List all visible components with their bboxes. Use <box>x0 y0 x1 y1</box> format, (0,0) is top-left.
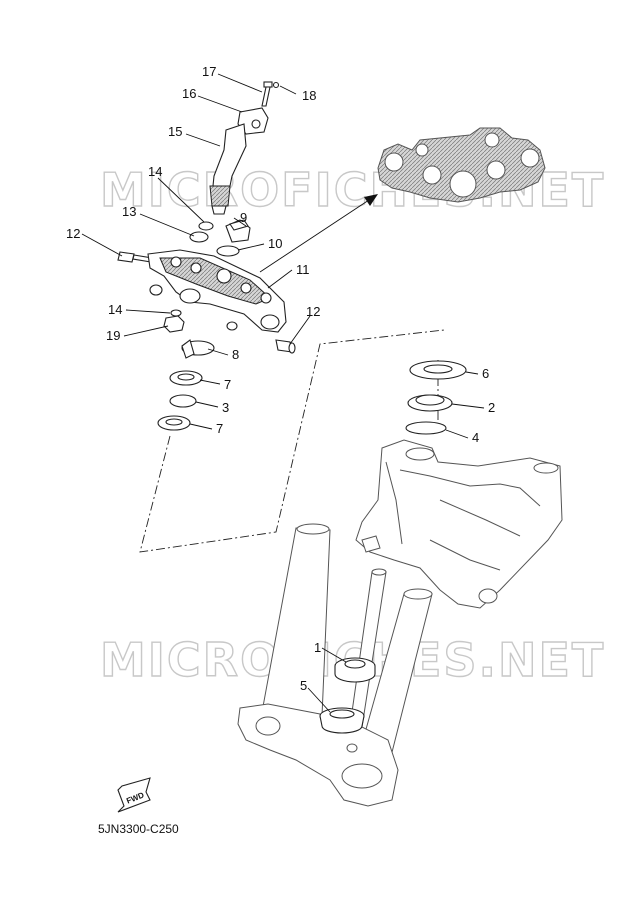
callout-10: 10 <box>268 236 282 251</box>
callout-13: 13 <box>122 204 136 219</box>
callout-8: 8 <box>232 347 239 362</box>
callout-12-left: 12 <box>66 226 80 241</box>
callout-4: 4 <box>472 430 479 445</box>
part-15-handlebar <box>209 123 247 215</box>
part-14-washer-lower <box>170 309 182 317</box>
frame <box>355 439 563 609</box>
part-7-ring-nut-upper <box>169 370 203 386</box>
part-5-seal <box>319 707 365 734</box>
assembly-line-left <box>139 329 445 553</box>
callout-19: 19 <box>106 328 120 343</box>
callout-14-upper: 14 <box>148 164 162 179</box>
callout-7-upper: 7 <box>224 377 231 392</box>
lower-bracket <box>237 523 433 807</box>
part-8-washer <box>181 339 215 359</box>
callout-9: 9 <box>240 210 247 225</box>
callout-18: 18 <box>302 88 316 103</box>
callout-6: 6 <box>482 366 489 381</box>
part-12-bolt-left <box>117 251 153 263</box>
detail-arrow-head <box>364 194 378 206</box>
part-9-cap-nut <box>225 219 251 243</box>
upper-bracket-detail <box>377 127 546 203</box>
part-4-race <box>405 421 447 435</box>
callout-3: 3 <box>222 400 229 415</box>
callout-1: 1 <box>314 640 321 655</box>
leader-lines <box>81 73 485 713</box>
callout-16: 16 <box>182 86 196 101</box>
diagram-code: 5JN3300-C250 <box>98 822 179 836</box>
callout-17: 17 <box>202 64 216 79</box>
part-12-bolt-right <box>275 339 296 354</box>
part-16-clamp <box>237 107 269 135</box>
callout-7-lower: 7 <box>216 421 223 436</box>
part-7-ring-nut-lower <box>157 415 191 431</box>
detail-arrow-line <box>259 197 373 273</box>
part-14-washer <box>198 221 214 231</box>
part-17-bolt <box>261 81 273 107</box>
callout-15: 15 <box>168 124 182 139</box>
callout-12-right: 12 <box>306 304 320 319</box>
part-11-upper-bracket <box>147 249 287 333</box>
part-19-nut <box>163 315 185 333</box>
callout-11: 11 <box>296 262 310 277</box>
part-13-ring <box>189 231 209 243</box>
callout-2: 2 <box>488 400 495 415</box>
callout-14-lower: 14 <box>108 302 122 317</box>
part-3-washer <box>169 394 197 408</box>
callout-5: 5 <box>300 678 307 693</box>
callouts: 17 18 16 15 14 13 9 10 12 11 14 12 19 8 … <box>66 64 495 693</box>
part-1-bearing <box>334 657 376 683</box>
part-6-seal <box>409 360 467 380</box>
part-2-bearing <box>407 394 453 412</box>
part-10-washer <box>216 245 240 257</box>
part-18-nut <box>272 81 280 89</box>
fwd-arrow: FWD <box>117 777 151 813</box>
